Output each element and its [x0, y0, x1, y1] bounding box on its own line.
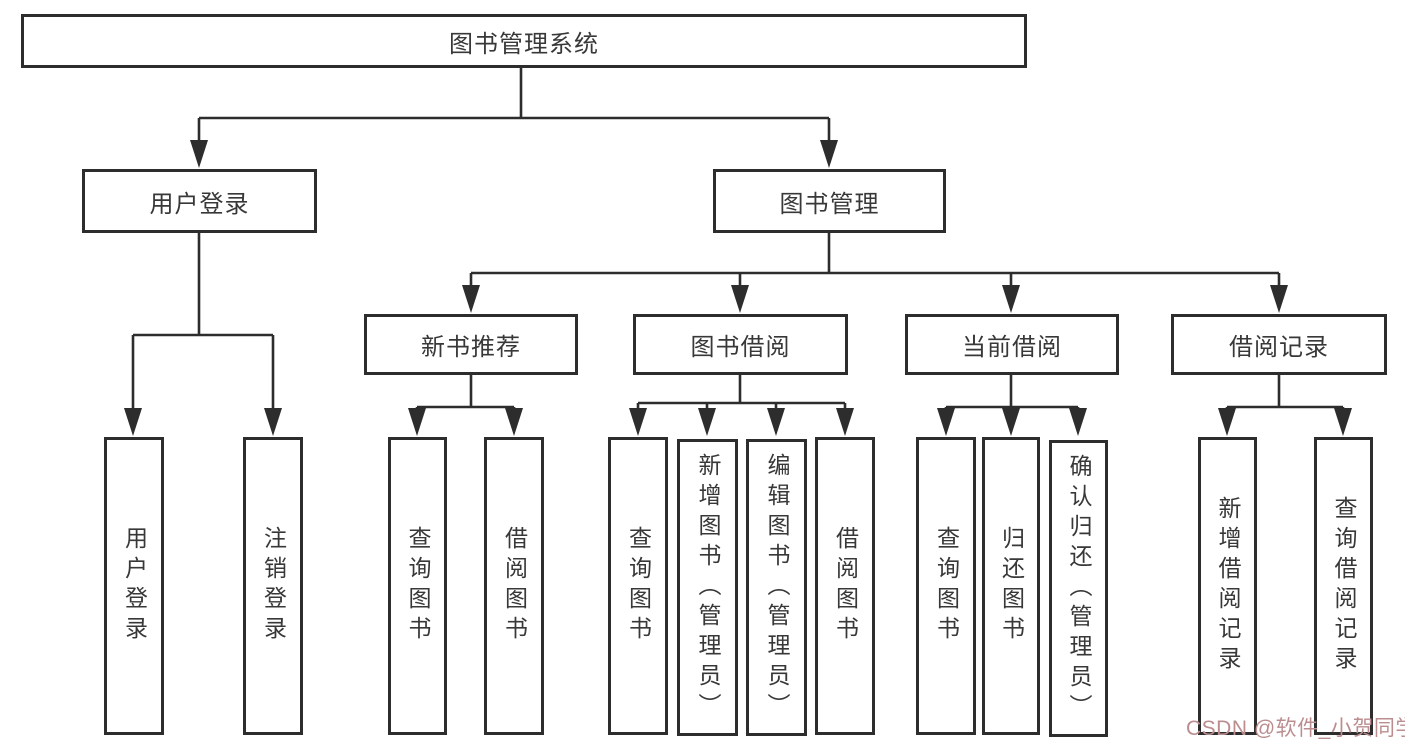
node-leaf-add-record: 新增借阅记录 — [1198, 437, 1257, 735]
node-book-mgmt: 图书管理 — [713, 169, 946, 233]
node-borrow-records-label: 借阅记录 — [1229, 334, 1329, 361]
node-leaf-add-record-label: 新增借阅记录 — [1215, 496, 1241, 676]
node-leaf-borrow-books-2: 借阅图书 — [815, 437, 875, 735]
node-root-label: 图书管理系统 — [449, 30, 599, 58]
node-current-borrow-label: 当前借阅 — [962, 334, 1062, 361]
node-leaf-borrow-books-1: 借阅图书 — [484, 437, 544, 735]
node-leaf-confirm-return: 确认归还（管理员） — [1049, 440, 1108, 737]
node-leaf-edit-books: 编辑图书（管理员） — [746, 439, 807, 736]
node-current-borrow: 当前借阅 — [905, 314, 1119, 375]
node-book-borrow-label: 图书借阅 — [690, 334, 791, 361]
node-leaf-query-record: 查询借阅记录 — [1314, 437, 1373, 735]
node-leaf-edit-books-label: 编辑图书（管理员） — [764, 452, 790, 723]
node-leaf-borrow-books-1-label: 借阅图书 — [501, 526, 528, 646]
node-borrow-records: 借阅记录 — [1171, 314, 1387, 375]
node-leaf-query-books-3-label: 查询图书 — [933, 526, 960, 646]
node-leaf-user-login: 用户登录 — [104, 437, 164, 735]
node-leaf-query-record-label: 查询借阅记录 — [1331, 496, 1357, 676]
node-leaf-query-books-1-label: 查询图书 — [405, 526, 431, 646]
node-user-login: 用户登录 — [82, 169, 317, 233]
node-leaf-borrow-books-2-label: 借阅图书 — [832, 526, 859, 646]
node-book-mgmt-label: 图书管理 — [779, 190, 880, 218]
node-leaf-return-books-label: 归还图书 — [998, 526, 1025, 646]
watermark: CSDN @软件_小贺同学 — [1186, 717, 1405, 740]
node-leaf-confirm-return-label: 确认归还（管理员） — [1066, 453, 1092, 724]
node-leaf-user-login-label: 用户登录 — [121, 526, 148, 646]
node-new-books-label: 新书推荐 — [421, 334, 521, 361]
node-new-books: 新书推荐 — [364, 314, 578, 375]
node-leaf-logout: 注销登录 — [243, 437, 303, 735]
node-leaf-query-books-1: 查询图书 — [388, 437, 447, 735]
node-book-borrow: 图书借阅 — [633, 314, 848, 375]
node-leaf-add-books-label: 新增图书（管理员） — [695, 452, 721, 723]
node-leaf-logout-label: 注销登录 — [260, 526, 287, 646]
node-leaf-add-books: 新增图书（管理员） — [677, 439, 738, 736]
node-leaf-query-books-3: 查询图书 — [916, 437, 976, 735]
node-leaf-query-books-2-label: 查询图书 — [625, 526, 652, 646]
node-leaf-return-books: 归还图书 — [982, 437, 1040, 735]
node-root: 图书管理系统 — [21, 14, 1027, 68]
node-leaf-query-books-2: 查询图书 — [608, 437, 668, 735]
node-user-login-label: 用户登录 — [149, 190, 250, 218]
